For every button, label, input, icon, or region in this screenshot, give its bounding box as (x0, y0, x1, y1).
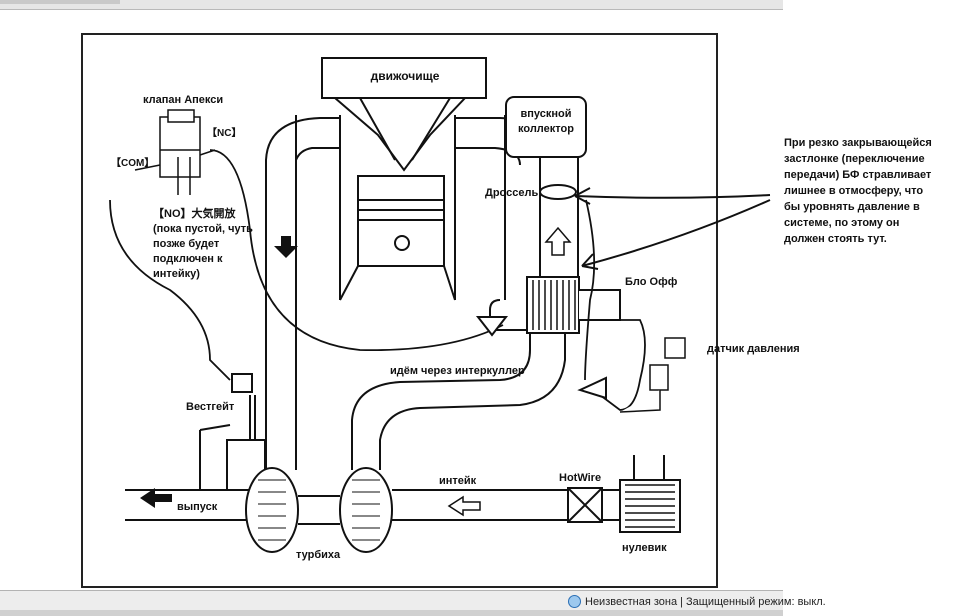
browser-status-bar: Неизвестная зона | Защищенный режим: вык… (0, 590, 826, 616)
vacuum-hoses (109, 149, 646, 411)
note-line-1: При резко закрывающейся (784, 137, 932, 149)
throttle-label: Дроссель (485, 187, 538, 199)
intercooler-route-label: идём через интеркуллер (390, 365, 525, 377)
nc-port-label: 【NC】 (207, 126, 241, 139)
apexi-valve (134, 109, 216, 195)
security-zone-indicator[interactable]: Неизвестная зона | Защищенный режим: вык… (568, 595, 826, 608)
manifold-label-2: коллектор (518, 123, 574, 135)
exhaust-pipe (125, 489, 250, 521)
intake-pipe (392, 487, 620, 523)
exhaust-label: выпуск (177, 501, 218, 513)
arrow-down-icon (274, 236, 298, 258)
no-note-line-1: (пока пустой, чуть (153, 223, 253, 235)
throttle-body (539, 184, 577, 200)
no-note-line-4: интейку) (153, 268, 200, 280)
filter-element (619, 455, 681, 533)
intake-manifold (505, 96, 587, 280)
arrow-left-icon (140, 488, 172, 508)
intercooler (489, 276, 621, 334)
hose-arrow-left (475, 316, 509, 337)
note-line-7: должен стоять тут. (784, 233, 887, 245)
pressure-sensor-label: датчик давления (707, 343, 800, 355)
globe-icon (568, 595, 581, 608)
engine-label: движочище (371, 69, 440, 83)
manifold-label-1: впускной (521, 108, 572, 120)
arrow-up-icon (544, 226, 572, 256)
com-port-label: 【COM】 (111, 156, 154, 169)
turbocharger (245, 467, 393, 553)
note-line-4: лишнее в отмосферу, что (784, 185, 923, 197)
wastegate-label: Вестгейт (186, 401, 235, 413)
note-line-3: передачи) БФ стравливает (784, 169, 932, 181)
top-tab-strip (0, 0, 120, 4)
bov-label: Бло Офф (625, 276, 678, 288)
taskbar-strip (0, 610, 783, 616)
intercooler-pipe (351, 333, 566, 470)
annotation-arrows (574, 187, 771, 270)
note-line-6: системе, по этому он (784, 217, 899, 229)
no-port-label: 【NO】大気開放 (153, 206, 236, 220)
side-note: При резко закрывающейся застлонке (перек… (784, 137, 932, 245)
intake-label: интейк (439, 475, 477, 487)
intake-arrow-left (447, 495, 481, 517)
apexi-valve-label: клапан Апекси (143, 94, 223, 106)
note-line-5: бы уровнять давление в (784, 201, 920, 213)
note-line-2: застлонке (переключение (784, 153, 925, 165)
turbo-label: турбиха (296, 549, 341, 561)
hotwire-label: HotWire (559, 472, 601, 484)
zone-text: Неизвестная зона | Защищенный режим: вык… (585, 595, 826, 608)
filter-label: нулевик (622, 542, 667, 554)
browser-top-bar (0, 0, 783, 10)
no-note-line-3: подключен к (153, 253, 223, 265)
pressure-sensor (619, 337, 686, 413)
no-note-line-2: позже будет (153, 238, 220, 250)
hose-arrow-right (577, 376, 607, 400)
